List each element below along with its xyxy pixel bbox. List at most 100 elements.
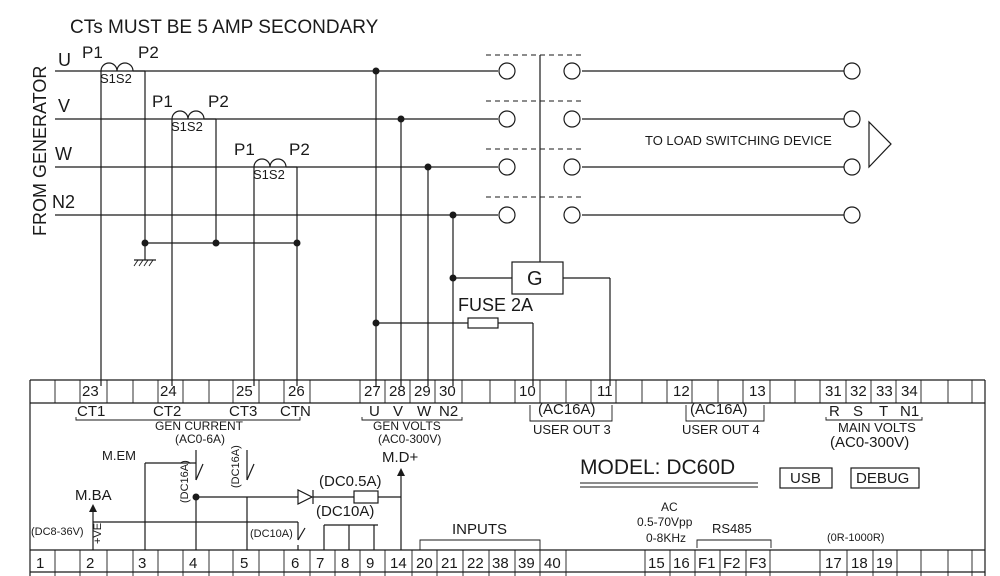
terminal-10: 10 bbox=[519, 383, 536, 400]
terminal-25: 25 bbox=[236, 383, 253, 400]
lower-terminal-18: 18 bbox=[851, 555, 868, 572]
lower-terminal-14: 14 bbox=[390, 555, 407, 572]
ct-v-p1: P1 bbox=[152, 92, 173, 111]
label-ct2: CT2 bbox=[153, 403, 181, 420]
dc10a-group-label: (DC10A) bbox=[316, 503, 374, 520]
label-u: U bbox=[369, 403, 380, 420]
label-ctn: CTN bbox=[280, 403, 311, 420]
terminal-31: 31 bbox=[825, 383, 842, 400]
fuse-label: FUSE 2A bbox=[458, 295, 533, 315]
lower-terminal-6: 6 bbox=[291, 555, 299, 572]
relay-2-rating: (DC16A) bbox=[230, 445, 242, 488]
relay-3-rating: (DC10A) bbox=[250, 528, 293, 540]
generator-contactor-coil bbox=[453, 261, 611, 386]
lower-terminal-16: 16 bbox=[673, 555, 690, 572]
upper-terminal-grid bbox=[54, 380, 973, 403]
terminal-11: 11 bbox=[597, 383, 613, 400]
lower-terminal-4: 4 bbox=[189, 555, 197, 572]
ct-u-p1: P1 bbox=[82, 43, 103, 62]
label-v: V bbox=[393, 403, 403, 420]
terminal-27: 27 bbox=[364, 383, 381, 400]
gen-volts-title: GEN VOLTS bbox=[373, 419, 441, 433]
load-label: TO LOAD SWITCHING DEVICE bbox=[645, 133, 832, 148]
main-volts-title: MAIN VOLTS bbox=[838, 420, 916, 435]
ct-w-p2: P2 bbox=[289, 140, 310, 159]
ct-coil-u bbox=[100, 62, 146, 386]
terminal-26: 26 bbox=[288, 383, 305, 400]
diode-rating: (DC0.5A) bbox=[319, 473, 382, 490]
mdplus-label: M.D+ bbox=[382, 449, 418, 466]
supply-label: (DC8-36V) bbox=[31, 526, 84, 538]
lower-terminal-40: 40 bbox=[544, 555, 561, 572]
phase-label-u: U bbox=[58, 50, 71, 70]
phase-label-v: V bbox=[58, 96, 70, 116]
terminal-32: 32 bbox=[850, 383, 867, 400]
ct-u-s1s2: S1S2 bbox=[100, 71, 132, 86]
phase-bus-lines bbox=[55, 70, 846, 216]
ct-coil-w bbox=[253, 158, 298, 386]
lower-terminal-19: 19 bbox=[876, 555, 893, 572]
label-ct1: CT1 bbox=[77, 403, 105, 420]
lower-terminal-39: 39 bbox=[518, 555, 535, 572]
lower-terminal-21: 21 bbox=[441, 555, 458, 572]
ct-v-s1s2: S1S2 bbox=[171, 119, 203, 134]
lower-terminal-7: 7 bbox=[316, 555, 324, 572]
lower-terminal-38: 38 bbox=[492, 555, 509, 572]
ct-w-s1s2: S1S2 bbox=[253, 167, 285, 182]
neutral-label: N2 bbox=[52, 192, 75, 212]
terminal-12: 12 bbox=[673, 383, 690, 400]
contactor-frame bbox=[486, 54, 582, 262]
phase-label-w: W bbox=[55, 144, 72, 164]
lower-terminal-5: 5 bbox=[240, 555, 248, 572]
label-ct3: CT3 bbox=[229, 403, 257, 420]
label-s: S bbox=[853, 403, 863, 420]
controller-outline bbox=[29, 379, 986, 576]
from-generator-label: FROM GENERATOR bbox=[30, 66, 50, 236]
label-w: W bbox=[417, 403, 432, 420]
main-volts-range: (AC0-300V) bbox=[830, 434, 909, 451]
upper-terminal-numbers: 23 24 25 26 27 28 29 30 10 11 12 13 31 3… bbox=[82, 383, 918, 400]
terminal-23: 23 bbox=[82, 383, 99, 400]
ct-u-p2: P2 bbox=[138, 43, 159, 62]
gen-volt-taps bbox=[372, 67, 457, 386]
ct-w-p1: P1 bbox=[234, 140, 255, 159]
usb-port[interactable] bbox=[779, 467, 833, 489]
gen-volts-range: (AC0-300V) bbox=[378, 432, 441, 446]
ac-freq: 0-8KHz bbox=[646, 531, 686, 545]
relay-1-rating: (DC16A) bbox=[179, 460, 191, 503]
label-n2: N2 bbox=[439, 403, 458, 420]
load-arrow-icon bbox=[868, 120, 892, 169]
lower-terminal-17: 17 bbox=[825, 555, 842, 572]
ct-v-p2: P2 bbox=[208, 92, 229, 111]
internal-circuit bbox=[89, 450, 405, 550]
lower-terminal-22: 22 bbox=[467, 555, 484, 572]
ct-coil-v bbox=[171, 110, 217, 386]
lower-terminal-f1: F1 bbox=[698, 555, 716, 572]
terminal-34: 34 bbox=[901, 383, 918, 400]
terminal-33: 33 bbox=[876, 383, 893, 400]
lower-terminal-f3: F3 bbox=[749, 555, 767, 572]
rs485-label: RS485 bbox=[712, 521, 752, 536]
ct-common-return bbox=[141, 239, 301, 247]
lower-terminal-1: 1 bbox=[36, 555, 44, 572]
contactor-symbol: G bbox=[527, 268, 543, 290]
lower-terminal-9: 9 bbox=[366, 555, 374, 572]
lower-terminal-15: 15 bbox=[648, 555, 665, 572]
user-out-4-rating: (AC16A) bbox=[690, 401, 748, 418]
resistor-range: (0R-1000R) bbox=[827, 532, 884, 544]
group-brackets bbox=[75, 405, 923, 422]
mem-label: M.EM bbox=[102, 448, 136, 463]
upper-terminal-names: CT1 CT2 CT3 CTN U V W N2 R S T N1 bbox=[77, 403, 919, 420]
lower-terminal-grid bbox=[54, 550, 973, 576]
label-n1: N1 bbox=[900, 403, 919, 420]
user-out-3-rating: (AC16A) bbox=[538, 401, 596, 418]
label-t: T bbox=[879, 403, 888, 420]
terminal-28: 28 bbox=[389, 383, 406, 400]
user-out-4-title: USER OUT 4 bbox=[682, 422, 760, 437]
debug-label: DEBUG bbox=[856, 470, 909, 487]
lower-terminal-3: 3 bbox=[138, 555, 146, 572]
debug-port[interactable] bbox=[850, 467, 920, 489]
model-label: MODEL: DC60D bbox=[580, 456, 735, 479]
gen-current-range: (AC0-6A) bbox=[175, 432, 225, 446]
